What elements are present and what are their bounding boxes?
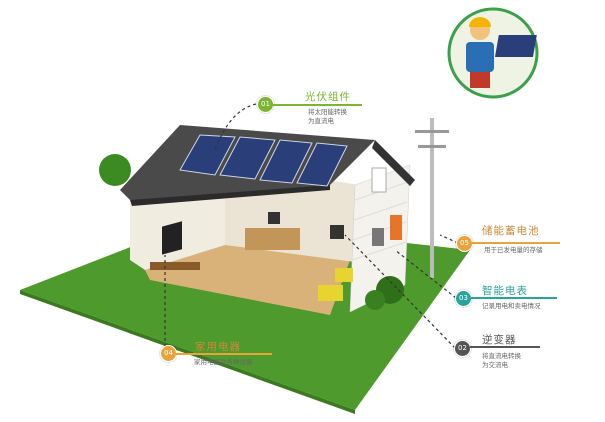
number-badge: 03 <box>455 290 472 307</box>
callout-title: 智能电表 <box>482 285 528 297</box>
number-badge: 02 <box>454 340 471 357</box>
callout-title: 家用电器 <box>195 341 241 353</box>
desk <box>245 228 300 250</box>
floor <box>145 240 350 315</box>
callout-description: 用于已发电量的存储 <box>484 246 543 254</box>
computer <box>268 212 280 224</box>
solar-panels <box>179 134 348 187</box>
callout-description: 将太阳能转换为直流电 <box>308 108 347 125</box>
callout-description: 家用电器及各种设备 <box>194 358 253 366</box>
number-badge: 05 <box>456 235 473 252</box>
callout-underline <box>272 104 362 106</box>
tv-cabinet <box>150 262 200 270</box>
number-badge: 01 <box>257 96 274 113</box>
inverter-box <box>330 225 344 239</box>
callout-underline <box>471 297 557 299</box>
battery <box>390 215 402 240</box>
attic-window <box>371 167 387 193</box>
callout-underline <box>472 242 560 244</box>
sofa <box>318 285 343 301</box>
callout-description: 将直流电转换为交流电 <box>482 352 521 369</box>
callout-underline <box>470 346 540 348</box>
callout-description: 记录用电和卖电情况 <box>482 302 541 310</box>
callout-title: 逆变器 <box>482 334 517 346</box>
callout-title: 光伏组件 <box>305 91 351 103</box>
callout-underline <box>176 353 272 355</box>
utility-pole <box>430 118 434 278</box>
tv <box>162 221 182 255</box>
meter <box>372 228 384 246</box>
armchair <box>335 268 353 282</box>
number-badge: 04 <box>160 345 177 362</box>
callout-title: 储能蓄电池 <box>482 225 540 237</box>
